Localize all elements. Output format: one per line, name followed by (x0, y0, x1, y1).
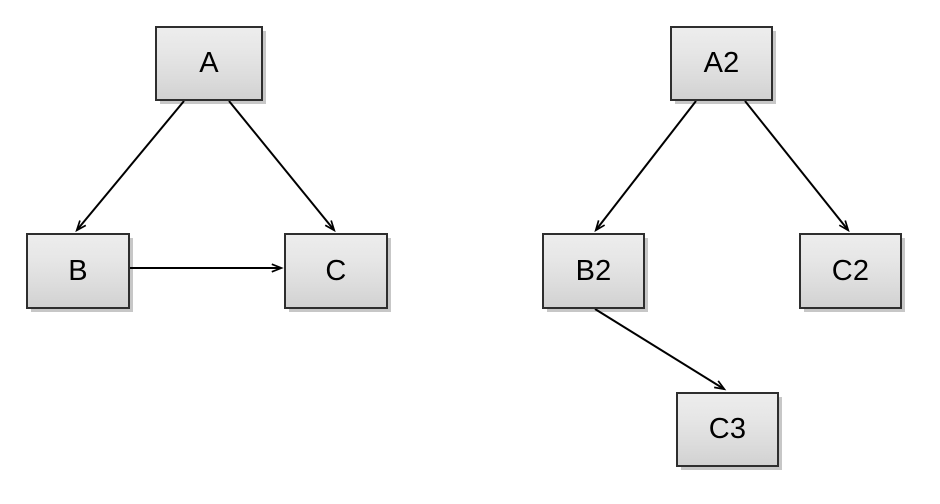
node-label-b: B (68, 254, 88, 287)
node-c3[interactable]: C3 (676, 392, 779, 467)
edge-a-to-b (75, 100, 185, 233)
node-a2[interactable]: A2 (670, 26, 773, 101)
node-label-a: A (199, 47, 219, 79)
node-label-c2: C2 (831, 254, 870, 287)
node-label-c3: C3 (708, 413, 747, 445)
node-b2[interactable]: B2 (542, 233, 645, 309)
node-label-a2: A2 (703, 47, 740, 79)
edge-a2-to-c2 (744, 100, 850, 233)
node-b[interactable]: B (26, 233, 130, 309)
edge-a-to-c (228, 100, 336, 233)
node-c2[interactable]: C2 (799, 233, 902, 309)
node-label-b2: B2 (575, 254, 612, 287)
node-a[interactable]: A (155, 26, 263, 101)
node-label-c: C (325, 254, 347, 287)
edge-a2-to-b2 (594, 100, 697, 233)
edge-b2-to-c3 (594, 308, 727, 391)
node-c[interactable]: C (284, 233, 388, 309)
